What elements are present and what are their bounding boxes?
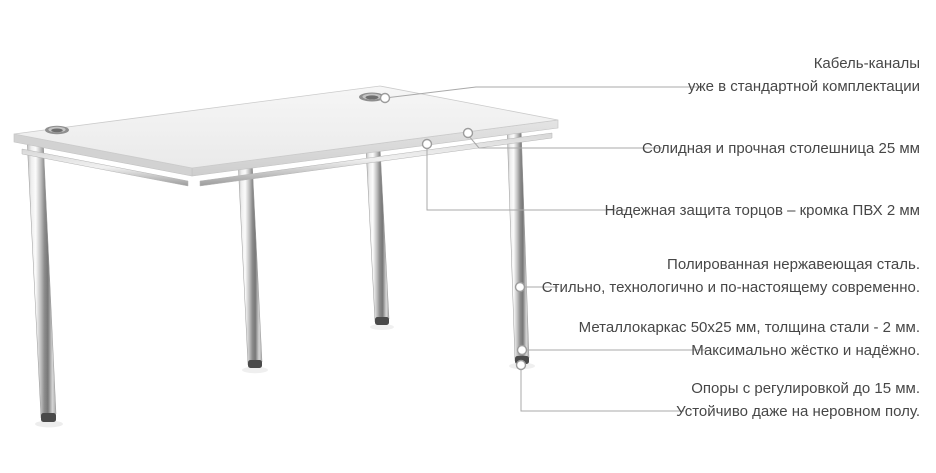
callout-text-line: Полированная нержавеющая сталь.	[667, 256, 920, 273]
callout-text-metal-frame: Металлокаркас 50х25 мм, толщина стали - …	[579, 316, 920, 362]
callout-marker-tabletop	[462, 127, 474, 139]
desk-leg-middle	[237, 157, 263, 366]
callout-marker-cable-channels	[379, 92, 391, 104]
cable-grommet-back	[359, 92, 385, 102]
frame-rail-left	[21, 148, 189, 187]
callout-text-pvc-edge: Надежная защита торцов – кромка ПВХ 2 мм	[605, 199, 920, 222]
callout-text-line: Кабель-каналы	[813, 55, 920, 72]
callout-marker-feet	[515, 359, 527, 371]
floor-shadows	[35, 324, 535, 428]
callout-line-tabletop	[467, 134, 662, 149]
desk-foot-back	[375, 317, 389, 325]
desk-tabletop	[13, 85, 559, 177]
frame-rail-front	[199, 132, 553, 187]
callout-text-line: Металлокаркас 50х25 мм, толщина стали - …	[578, 319, 920, 336]
callout-text-cable-channels: Кабель-каналы уже в стандартной комплект…	[688, 52, 920, 98]
desk-leg-back	[365, 145, 390, 323]
callout-text-line: уже в стандартной комплектации	[687, 78, 920, 95]
desk-frame-rails	[21, 132, 553, 187]
callout-text-line: Солидная и прочная столешница 25 мм	[642, 140, 920, 157]
callout-text-line: Надежная защита торцов – кромка ПВХ 2 мм	[604, 202, 920, 219]
callout-text-line: Стильно, технологично и по-настоящему со…	[541, 279, 920, 296]
desk-leg-left	[26, 135, 57, 419]
callout-text-tabletop: Солидная и прочная столешница 25 мм	[642, 137, 920, 160]
desk-feet	[41, 317, 529, 422]
desk-leg-right	[506, 123, 530, 362]
cable-grommet-left	[45, 125, 69, 135]
callout-line-feet	[520, 370, 684, 412]
callout-lines	[384, 86, 706, 412]
callout-text-line: Устойчиво даже на неровном полу.	[676, 403, 920, 420]
callout-marker-stainless-steel	[514, 281, 526, 293]
callout-marker-metal-frame	[516, 344, 528, 356]
callout-markers	[379, 92, 528, 371]
callout-text-line: Опоры с регулировкой до 15 мм.	[691, 380, 920, 397]
desk-foot-left	[41, 413, 56, 422]
callout-text-adjustable-feet: Опоры с регулировкой до 15 мм. Устойчиво…	[676, 377, 920, 423]
desk-foot-middle	[248, 360, 262, 368]
callout-marker-pvc-edge	[421, 138, 433, 150]
callout-line-pvc-edge	[426, 146, 626, 211]
callout-text-stainless-steel: Полированная нержавеющая сталь. Стильно,…	[542, 253, 920, 299]
callout-line-cable-channels	[384, 86, 700, 99]
callout-text-line: Максимально жёстко и надёжно.	[691, 342, 920, 359]
tabletop-surface	[13, 85, 559, 169]
